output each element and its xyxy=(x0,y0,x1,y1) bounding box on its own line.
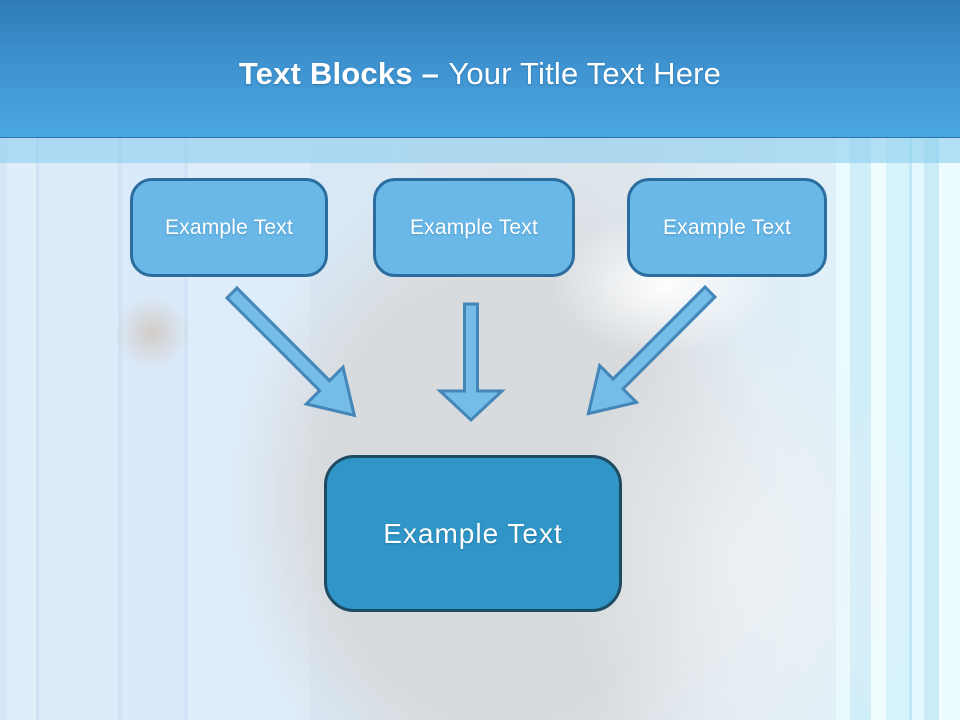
text-block-1-label: Example Text xyxy=(164,215,294,239)
header-accent-band xyxy=(0,137,960,163)
text-block-1[interactable]: Example Text xyxy=(130,178,328,277)
text-block-3-label: Example Text xyxy=(662,215,792,239)
title-bar: Text Blocks –Your Title Text Here xyxy=(0,0,960,138)
arrow-down-right-icon[interactable] xyxy=(214,275,373,434)
slide-title-regular: Your Title Text Here xyxy=(448,55,722,91)
arrow-down-left-icon[interactable] xyxy=(570,274,728,432)
slide-title[interactable]: Text Blocks –Your Title Text Here xyxy=(239,46,721,92)
text-block-3[interactable]: Example Text xyxy=(627,178,827,277)
text-block-2[interactable]: Example Text xyxy=(373,178,575,277)
text-block-2-label: Example Text xyxy=(409,215,539,239)
text-block-result-label: Example Text xyxy=(383,517,563,549)
text-block-result[interactable]: Example Text xyxy=(324,455,622,612)
arrow-down-icon[interactable] xyxy=(436,302,506,423)
slide-title-bold: Text Blocks – xyxy=(238,55,440,91)
